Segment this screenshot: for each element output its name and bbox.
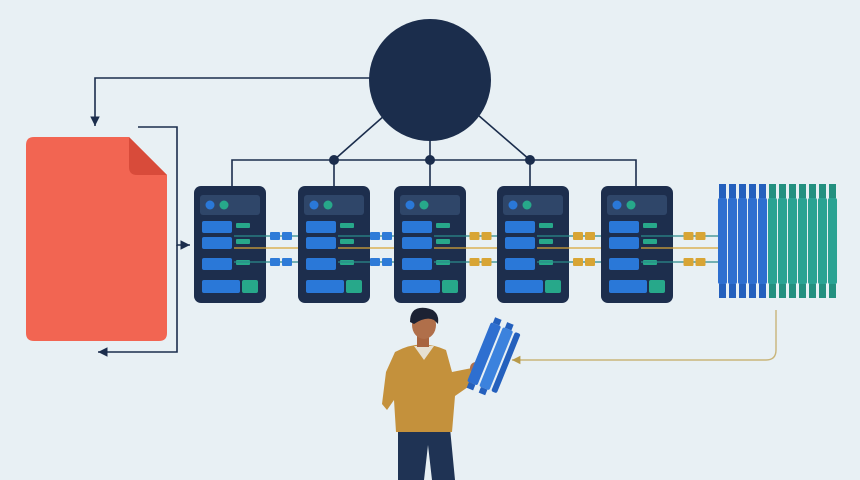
gpu-card [828, 184, 837, 298]
status-light [242, 280, 258, 293]
drive-bay [306, 237, 336, 249]
document-to-server-line [138, 126, 190, 250]
status-light [539, 239, 553, 244]
interconnect-link [338, 232, 394, 240]
status-light [340, 239, 354, 244]
drive-bay [306, 258, 336, 270]
drive-bay [505, 280, 543, 293]
drive-bay [402, 258, 432, 270]
interconnect-link [434, 232, 497, 240]
gpu-cluster-icon [718, 184, 837, 298]
status-light [643, 223, 657, 228]
drive-bay [505, 221, 535, 233]
drive-bay [402, 221, 432, 233]
bus-junction-nodes [329, 155, 535, 165]
drive-bay [402, 280, 440, 293]
interconnect-link [338, 258, 394, 266]
server-rack-icon [601, 186, 673, 303]
interconnect-link [434, 258, 497, 266]
drive-bay [202, 280, 240, 293]
gpu-card [768, 184, 777, 298]
interconnect-link [537, 232, 601, 240]
document-icon [26, 137, 167, 341]
hardware-module-icon [466, 317, 521, 396]
status-light [436, 223, 450, 228]
drive-bay [609, 221, 639, 233]
feedback-connectors [90, 77, 372, 357]
gpu-card [778, 184, 787, 298]
status-light [539, 223, 553, 228]
return-to-document-line [98, 245, 178, 357]
gpu-card [818, 184, 827, 298]
gpu-card [728, 184, 737, 298]
interconnect-link [641, 232, 718, 240]
server-rack-icon [194, 186, 266, 303]
central-hub-node [369, 19, 491, 141]
interconnect-link [234, 232, 298, 240]
status-light [442, 280, 458, 293]
server-interconnects [234, 232, 718, 266]
drive-bay [202, 258, 232, 270]
drive-bay [505, 237, 535, 249]
status-light [346, 280, 362, 293]
server-rack-icon [298, 186, 370, 303]
hub-to-document-line [90, 77, 372, 126]
status-light [649, 280, 665, 293]
drive-bay [202, 237, 232, 249]
gpu-card [748, 184, 757, 298]
gpu-card [758, 184, 767, 298]
gpu-card [808, 184, 817, 298]
drive-bay [306, 280, 344, 293]
server-row [194, 186, 673, 303]
status-light [236, 239, 250, 244]
gpu-card [788, 184, 797, 298]
status-light [545, 280, 561, 293]
status-light [643, 239, 657, 244]
person-figure [382, 307, 482, 480]
gpu-card [738, 184, 747, 298]
server-rack-icon [497, 186, 569, 303]
interconnect-link [537, 258, 601, 266]
drive-bay [306, 221, 336, 233]
return-to-person-line [512, 310, 777, 365]
drive-bay [505, 258, 535, 270]
interconnect-link [641, 258, 718, 266]
drive-bay [609, 258, 639, 270]
status-light [436, 239, 450, 244]
drive-bay [609, 280, 647, 293]
drive-bay [609, 237, 639, 249]
status-light [236, 223, 250, 228]
drive-bay [402, 237, 432, 249]
server-rack-icon [394, 186, 466, 303]
gpu-card [718, 184, 727, 298]
gpu-card [798, 184, 807, 298]
status-light [340, 223, 354, 228]
drive-bay [202, 221, 232, 233]
interconnect-link [234, 258, 298, 266]
